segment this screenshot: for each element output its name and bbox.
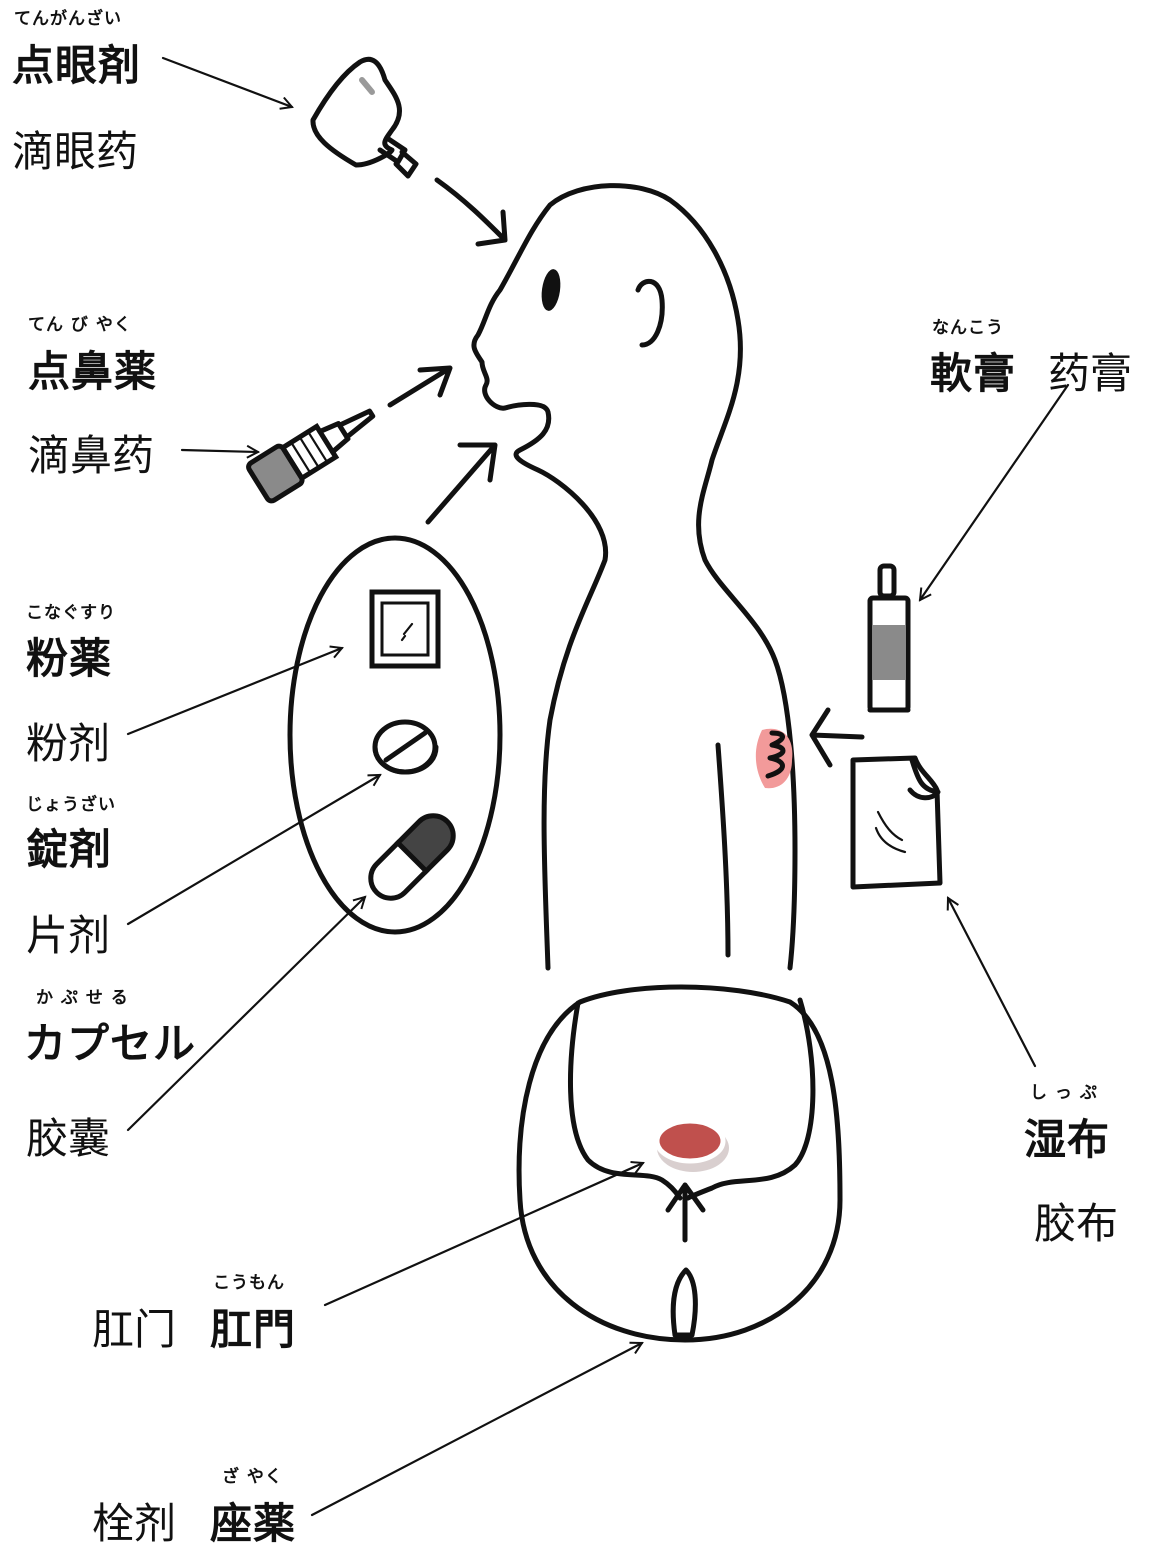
leader-tablet — [126, 773, 380, 926]
ear-icon — [635, 279, 665, 348]
suppository-jp-label: 座薬 — [210, 1499, 297, 1548]
eye-drops-cn-label: 滴眼药 — [12, 127, 139, 176]
leader-eye — [161, 56, 292, 107]
leader-nose — [180, 450, 258, 452]
patch-arrow — [809, 707, 865, 768]
leader-suppository — [310, 1343, 642, 1517]
capsule-cn-label: 胶囊 — [26, 1114, 111, 1163]
tablet-icon — [372, 719, 439, 775]
nasal-drops-cn-label: 滴鼻药 — [28, 431, 155, 480]
eye-drops-jp-label: 点眼剤 — [12, 41, 142, 90]
ointment-jp-label: 軟膏 — [930, 349, 1017, 398]
suppository-icon — [670, 1267, 698, 1338]
nose-arrow — [387, 365, 453, 408]
capsule-icon — [368, 813, 456, 901]
poultice-jp-label: 湿布 — [1024, 1115, 1111, 1164]
ointment-cn-label: 药膏 — [1048, 349, 1133, 398]
body-outline — [471, 183, 798, 971]
leader-poultice — [948, 898, 1037, 1068]
applied-patch-mark — [765, 730, 786, 779]
tablet-ruby: じょうざい — [26, 795, 116, 815]
nasal-drops-ruby: てん び やく — [28, 315, 132, 335]
anus-icon — [654, 1118, 726, 1164]
mouth-arrow — [425, 442, 498, 525]
anus-ruby: こうもん — [213, 1273, 285, 1293]
buttock-right — [685, 997, 816, 1201]
leader-anus — [323, 1163, 643, 1307]
powder-jp-label: 粉薬 — [26, 634, 113, 683]
capsule-ruby: か ぷ せ る — [36, 988, 129, 1008]
eye-arrow — [434, 177, 508, 247]
capsule-jp-label: カプセル — [24, 1019, 197, 1068]
leader-powder — [126, 648, 342, 736]
leader-ointment — [920, 383, 1070, 600]
ointment-tube-icon — [867, 563, 911, 713]
inner-arm-line — [715, 742, 731, 958]
poultice-icon — [850, 755, 943, 890]
lower-body-outline — [516, 984, 843, 1343]
powder-cn-label: 粉剂 — [26, 719, 111, 768]
tablet-jp-label: 錠剤 — [26, 825, 113, 874]
oral-medicine-group — [287, 535, 503, 935]
ointment-ruby: なんこう — [932, 318, 1004, 338]
anus-cn-label: 肛门 — [92, 1305, 177, 1354]
eye-drops-ruby: てんがんざい — [14, 9, 122, 29]
powder-packet-icon — [369, 589, 441, 669]
nasal-spray-icon — [246, 408, 376, 504]
eye-drop-bottle-icon — [310, 56, 419, 179]
eye-icon — [541, 269, 561, 311]
poultice-cn-label: 胶布 — [1034, 1199, 1119, 1248]
suppository-ruby: ざ やく — [222, 1467, 283, 1487]
anus-jp-label: 肛門 — [210, 1305, 297, 1354]
suppository-cn-label: 栓剂 — [92, 1499, 177, 1548]
poultice-ruby: し っ ぷ — [1030, 1083, 1098, 1103]
leader-capsule — [126, 897, 365, 1132]
powder-ruby: こなぐすり — [26, 603, 116, 623]
anus-up-arrow — [665, 1182, 706, 1243]
nasal-drops-jp-label: 点鼻薬 — [28, 347, 158, 396]
buttock-left — [567, 1000, 683, 1201]
tablet-cn-label: 片剂 — [26, 911, 111, 960]
